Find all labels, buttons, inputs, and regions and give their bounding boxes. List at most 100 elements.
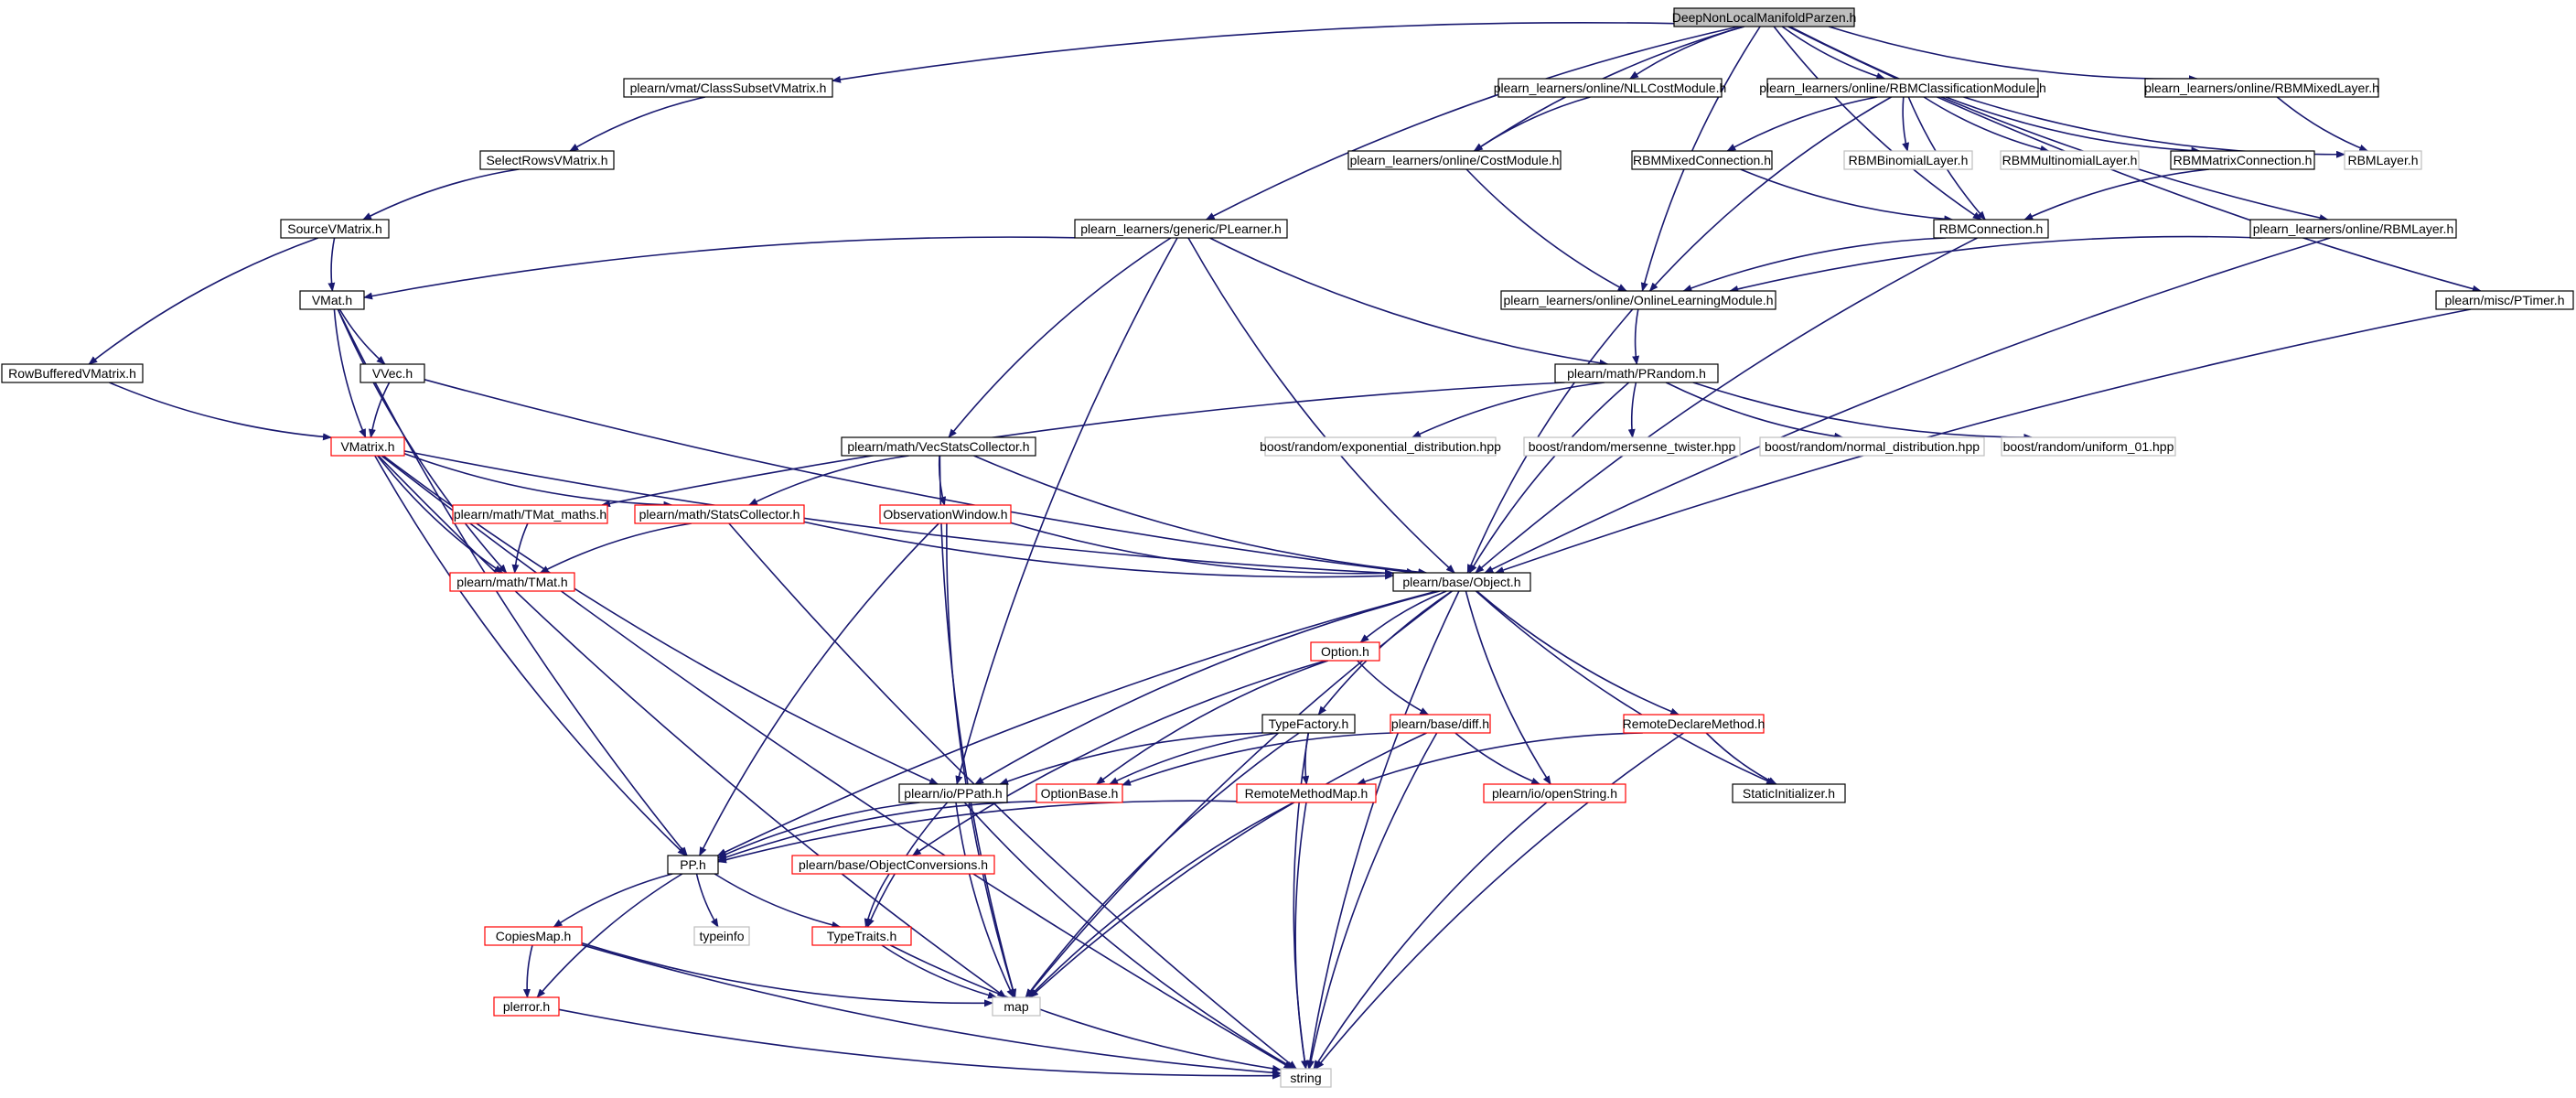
node-label: RBMConnection.h <box>1939 221 2044 236</box>
node-nllcost[interactable]: plearn_learners/online/NLLCostModule.h <box>1494 78 1727 98</box>
node-rowbuffered[interactable]: RowBufferedVMatrix.h <box>1 363 144 383</box>
node-statscollector[interactable]: plearn/math/StatsCollector.h <box>634 504 805 524</box>
edge-prandom-to-boost_normal <box>1665 382 1844 440</box>
node-box <box>2000 150 2140 170</box>
node-vmatrix[interactable]: VMatrix.h <box>330 436 405 457</box>
edge-rbmclass-to-rbmmultinomial <box>1923 96 2050 153</box>
node-ptimer[interactable]: plearn/misc/PTimer.h <box>2435 290 2574 310</box>
node-box <box>493 996 560 1017</box>
edge-rbmclass-to-rbmmixedconn <box>1726 96 1878 152</box>
node-boost_normal: boost/random/normal_distribution.hpp <box>1759 436 1985 457</box>
node-obswindow[interactable]: ObservationWindow.h <box>879 504 1012 524</box>
node-optionbase[interactable]: OptionBase.h <box>1036 783 1123 803</box>
node-vvec[interactable]: VVec.h <box>360 363 425 383</box>
edge-pp-to-copiesmap <box>553 873 673 928</box>
edge-copiesmap-to-plerror <box>522 944 533 998</box>
edge-generic_plearner-to-ppath <box>955 237 1178 785</box>
edge-statscollector-to-object <box>803 521 1394 580</box>
node-tmat[interactable]: plearn/math/TMat.h <box>449 572 575 592</box>
node-diff[interactable]: plearn/base/diff.h <box>1390 714 1491 734</box>
edge-prandom-to-boost_exp <box>1411 382 1605 438</box>
edge-ppath-to-pp <box>717 802 920 859</box>
node-box <box>1261 714 1356 734</box>
edge-pp-to-typetraits <box>714 873 842 929</box>
node-box <box>1523 436 1741 457</box>
node-box <box>1554 363 1719 383</box>
node-label: plearn/vmat/ClassSubsetVMatrix.h <box>630 81 827 95</box>
node-root[interactable]: DeepNonLocalManifoldParzen.h <box>1672 7 1857 27</box>
node-label: VMat.h <box>312 293 352 307</box>
node-label: RowBufferedVMatrix.h <box>8 366 136 381</box>
node-rbmlayer_short: RBMLayer.h <box>2344 150 2422 170</box>
node-label: plearn_learners/generic/PLearner.h <box>1080 221 1281 236</box>
node-plerror[interactable]: plerror.h <box>493 996 560 1017</box>
node-typetraits[interactable]: TypeTraits.h <box>811 926 912 946</box>
node-box <box>1264 436 1497 457</box>
edge-root-to-costmodule <box>1473 26 1745 152</box>
node-box <box>2001 436 2176 457</box>
node-staticinit[interactable]: StaticInitializer.h <box>1732 783 1846 803</box>
edge-ppath-to-map <box>955 802 1014 998</box>
node-generic_plearner[interactable]: plearn_learners/generic/PLearner.h <box>1074 219 1288 239</box>
node-rbmmixedconn[interactable]: RBMMixedConnection.h <box>1631 150 1773 170</box>
node-remotedeclare[interactable]: RemoteDeclareMethod.h <box>1623 714 1766 734</box>
edge-costmodule-to-onlinelearning <box>1465 168 1627 292</box>
node-online_rbmlayer[interactable]: plearn_learners/online/RBMLayer.h <box>2249 219 2457 239</box>
node-prandom[interactable]: plearn/math/PRandom.h <box>1554 363 1719 383</box>
node-label: plerror.h <box>503 999 550 1014</box>
edge-object-to-staticinit <box>1475 590 1776 785</box>
node-pp[interactable]: PP.h <box>667 855 719 875</box>
edge-remotedeclare-to-string <box>1315 732 1684 1070</box>
edge-nllcost-to-costmodule <box>1473 96 1591 152</box>
node-box <box>1933 219 2049 239</box>
node-costmodule[interactable]: plearn_learners/online/CostModule.h <box>1347 150 1562 170</box>
node-copiesmap[interactable]: CopiesMap.h <box>484 926 583 946</box>
node-classsubset[interactable]: plearn/vmat/ClassSubsetVMatrix.h <box>623 78 833 98</box>
node-rbmmatrixconn[interactable]: RBMMatrixConnection.h <box>2170 150 2315 170</box>
edge-typefactory-to-ppath <box>999 732 1263 785</box>
node-onlinelearning[interactable]: plearn_learners/online/OnlineLearningMod… <box>1500 290 1776 310</box>
node-label: TypeTraits.h <box>827 929 897 943</box>
node-vecstats[interactable]: plearn/math/VecStatsCollector.h <box>841 436 1036 457</box>
node-box <box>330 436 405 457</box>
node-rbmmixedlayer[interactable]: plearn_learners/online/RBMMixedLayer.h <box>2144 78 2379 98</box>
node-box <box>1 363 144 383</box>
edge-sourcevmatrix-to-vmat <box>327 237 336 292</box>
node-label: RemoteDeclareMethod.h <box>1623 716 1766 731</box>
node-ppath[interactable]: plearn/io/PPath.h <box>898 783 1008 803</box>
node-vmat[interactable]: VMat.h <box>299 290 365 310</box>
node-box <box>1497 78 1723 98</box>
node-rbmconnection[interactable]: RBMConnection.h <box>1933 219 2049 239</box>
node-box <box>2170 150 2315 170</box>
node-box <box>811 926 912 946</box>
node-sourcevmatrix[interactable]: SourceVMatrix.h <box>280 219 390 239</box>
node-typefactory[interactable]: TypeFactory.h <box>1261 714 1356 734</box>
node-objconv[interactable]: plearn/base/ObjectConversions.h <box>791 855 995 875</box>
node-label: typeinfo <box>699 929 744 943</box>
node-object[interactable]: plearn/base/Object.h <box>1392 572 1531 592</box>
node-label: plearn/base/Object.h <box>1402 575 1520 589</box>
node-label: plearn_learners/online/RBMClassification… <box>1759 81 2046 95</box>
node-box <box>452 504 608 524</box>
node-label: plearn/math/VecStatsCollector.h <box>847 439 1029 454</box>
node-label: OptionBase.h <box>1041 786 1119 801</box>
node-rbmbinomial: RBMBinomialLayer.h <box>1843 150 1973 170</box>
edge-statscollector-to-string <box>728 522 1297 1070</box>
edge-diff-to-string <box>1307 732 1438 1070</box>
node-label: plearn/math/TMat_maths.h <box>454 507 606 522</box>
edge-root-to-classsubset <box>832 21 1675 83</box>
node-tmat_maths[interactable]: plearn/math/TMat_maths.h <box>452 504 608 524</box>
node-selectrows[interactable]: SelectRowsVMatrix.h <box>479 150 615 170</box>
edge-typefactory-to-map <box>1025 732 1300 998</box>
edge-vmatrix-to-string <box>381 455 1293 1070</box>
node-remotemethodmap[interactable]: RemoteMethodMap.h <box>1236 783 1377 803</box>
node-box <box>299 290 365 310</box>
node-openstring[interactable]: plearn/io/openString.h <box>1483 783 1626 803</box>
edge-ptimer-to-object <box>1495 308 2472 574</box>
node-label: boost/random/exponential_distribution.hp… <box>1260 439 1501 454</box>
node-label: RemoteMethodMap.h <box>1245 786 1368 801</box>
node-rbmclass[interactable]: plearn_learners/online/RBMClassification… <box>1759 78 2046 98</box>
node-box <box>2144 78 2379 98</box>
node-box <box>1631 150 1773 170</box>
node-option[interactable]: Option.h <box>1310 641 1380 662</box>
